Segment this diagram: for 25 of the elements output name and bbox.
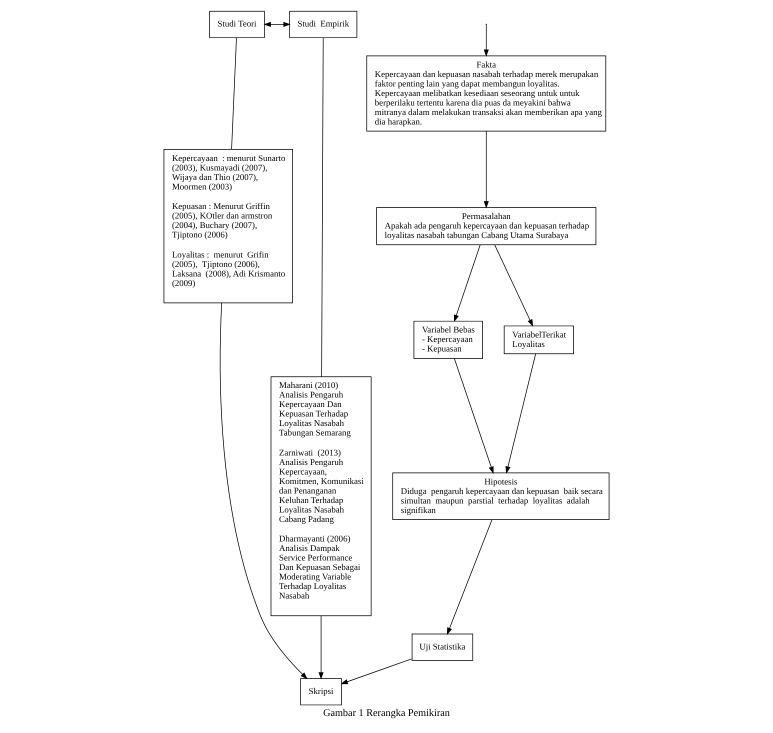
arrow — [220, 302, 308, 680]
node-box: Skripsi — [300, 678, 342, 706]
node-box: Permasalahan Apakah ada pengaruh kepercayaan dan kepuasan terhadap loyalitas nasabah tabungan Cabang Utama Surabaya — [376, 207, 596, 246]
arrow — [318, 616, 324, 680]
arrow — [505, 353, 536, 474]
arrow — [446, 519, 492, 635]
node-box: Hipotesis Diduga pengaruh kepercayaan dan kepuasan baik secara simultan maupun parstial terhadap loyalitas adalah signifikan — [392, 472, 610, 520]
node-box: Maharani (2010) Analisis Pengaruh Kepercayaan Dan Kepuasan Terhadap Loyalitas Nasabah Tabungan Semarang Zarniwati (2013) Analisis Pengaruh Kepercayaan, Komitmen, Komunikasi dan Penanganan Keluhan Terhadap Loyalitas Nasabah Cabang Padang Dharmayanti (2006) Analisis Dampak Service Performance Dan Kepuasan Sebagai Moderating Variable Terhadap Loyalitas Nasabah — [270, 376, 372, 616]
arrow — [340, 658, 412, 684]
arrow — [494, 244, 534, 327]
node-box: Kepercayaan : menurut Sunarto (2003), Kusmayadi (2007), Wijaya dan Thio (2007), Moormen (2003) Kepuasan : Menurut Griffin (2005), KOtler dan armstron (2004), Buchary (2007), Tjiptono (2006) Loyalitas : menurut Grifin (2005), Tjiptono (2006), Laksana (2008), Adi Krismanto (2009) — [164, 149, 293, 304]
arrow — [454, 358, 494, 474]
node-box: VariabelTerikat Loyalitas — [504, 326, 574, 354]
node-box: Uji Statistika — [412, 634, 474, 661]
arrow — [454, 244, 481, 322]
caption: Gambar 1 Rerangka Pemikiran — [323, 708, 450, 720]
node-box: Studi Teori — [209, 10, 265, 38]
node-box: Fakta Kepercayaan dan kepuasan nasabah terhadap merek merupakan faktor penting lain yang dapat membangun loyalitas. Kepercayaan melibatkan kesediaan seseorang untuk untuk berperilaku tertentu karena dia puas da meyakini bahwa mitranya dalam melakukan transaksi akan memberikan apa yang dia harapkan. — [366, 55, 606, 132]
connector — [231, 37, 237, 150]
connector — [321, 37, 324, 377]
arrow — [484, 24, 489, 57]
node-box: Variabel Bebas - Kepercayaan - Kepuasan — [414, 320, 483, 359]
arrow — [484, 131, 489, 208]
arrow — [264, 22, 291, 27]
node-box: Studi Empirik — [289, 10, 358, 38]
